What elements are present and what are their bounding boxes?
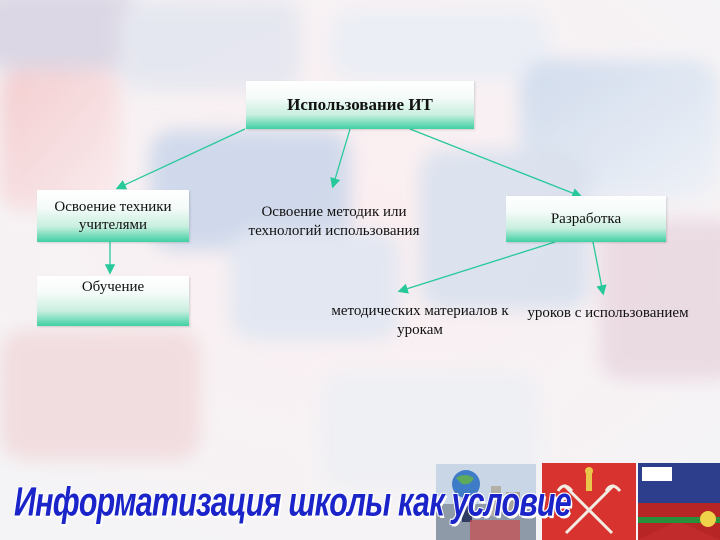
node-teacher-skills: Освоение техники учителями	[37, 190, 189, 242]
node-methods: Освоение методик или технологий использо…	[248, 204, 420, 239]
globe-person-picture	[436, 464, 536, 540]
city-emblem	[542, 463, 636, 540]
node-methodical-materials: методических материалов к урокам	[331, 303, 509, 338]
root-node: Использование ИТ	[246, 81, 474, 129]
node-development: Разработка	[506, 196, 666, 242]
flag-banner	[638, 463, 720, 540]
node-lessons: уроков с использованием	[527, 305, 689, 321]
node-training: Обучение	[37, 276, 189, 326]
footer-title: Информатизация школы как условие	[14, 480, 572, 526]
